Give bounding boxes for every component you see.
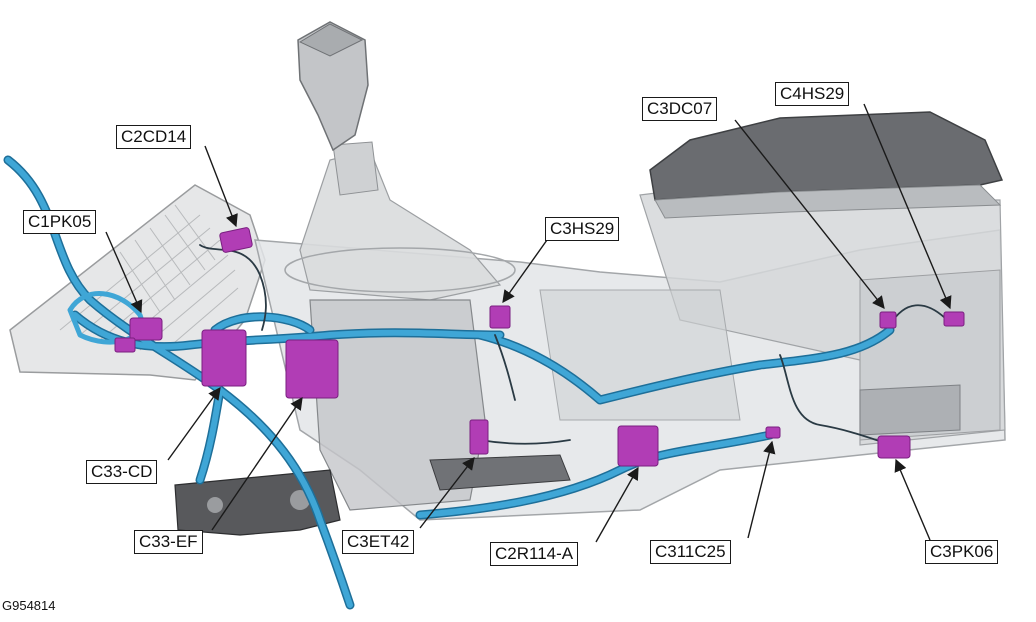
connector-c33-cd bbox=[201, 329, 247, 387]
connector-c3pk06 bbox=[877, 435, 911, 459]
connector-c3hs29 bbox=[489, 305, 511, 329]
leader-c2cd14 bbox=[204, 145, 238, 228]
connector-c311c25 bbox=[765, 426, 781, 439]
shifter-mechanism bbox=[309, 299, 486, 511]
callout-c4hs29: C4HS29 bbox=[775, 82, 850, 106]
connector-c3et42 bbox=[469, 419, 489, 455]
callout-c3pk06: C3PK06 bbox=[925, 540, 999, 564]
callout-c3et42: C3ET42 bbox=[342, 530, 415, 554]
callout-c33-ef: C33-EF bbox=[134, 530, 203, 554]
gear-shifter bbox=[284, 21, 516, 301]
leader-c3hs29 bbox=[502, 239, 548, 304]
leader-c1pk05 bbox=[105, 231, 143, 314]
callout-c2cd14: C2CD14 bbox=[116, 125, 192, 149]
leader-lines bbox=[105, 103, 952, 543]
callout-c3dc07: C3DC07 bbox=[642, 97, 718, 121]
callout-c3hs29: C3HS29 bbox=[545, 217, 620, 241]
leader-c3dc07 bbox=[734, 119, 885, 309]
leader-c3pk06 bbox=[894, 458, 931, 541]
figure-id: G954814 bbox=[2, 598, 56, 613]
connectors bbox=[114, 227, 965, 467]
wiring-harness bbox=[3, 155, 946, 610]
callout-c1pk05: C1PK05 bbox=[23, 210, 97, 234]
connector-c2r114-a bbox=[617, 425, 659, 467]
callout-c311c25: C311C25 bbox=[650, 540, 731, 564]
connector-c1pk05-b bbox=[114, 337, 136, 353]
connector-c33-ef bbox=[285, 339, 339, 399]
leader-c33-ef bbox=[211, 396, 303, 531]
left-trim-panel bbox=[9, 184, 266, 381]
connector-c1pk05 bbox=[129, 317, 163, 341]
callout-c2r114-a: C2R114-A bbox=[490, 542, 579, 566]
connector-c2cd14 bbox=[219, 227, 253, 253]
leader-c311c25 bbox=[747, 440, 776, 539]
connector-c4hs29 bbox=[943, 311, 965, 327]
leader-c33-cd bbox=[167, 386, 221, 461]
leader-c3et42 bbox=[419, 457, 475, 529]
leader-c2r114-a bbox=[595, 466, 639, 543]
leader-c4hs29 bbox=[863, 103, 952, 310]
callout-c33-cd: C33-CD bbox=[86, 460, 158, 484]
connector-c3dc07 bbox=[879, 311, 897, 329]
lower-bracket bbox=[174, 454, 571, 536]
